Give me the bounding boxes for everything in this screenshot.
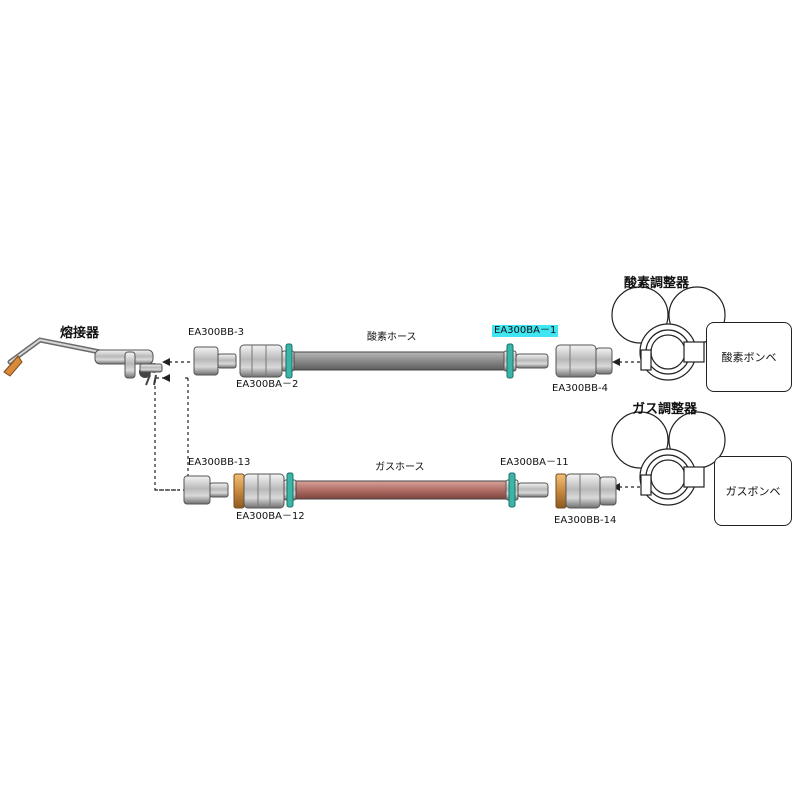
oxygen-cylinder: 酸素ボンベ: [706, 322, 792, 392]
gas-right-plug: [505, 472, 549, 508]
gas-cylinder-label: ガスボンベ: [725, 485, 781, 498]
oxygen-regulator-label: 酸素調整器: [624, 276, 690, 291]
oxygen-left-plug-label: EA300BB-3: [188, 327, 244, 338]
gas-right-socket-label: EA300BB-14: [554, 515, 617, 526]
gas-hose: [295, 480, 509, 500]
gas-regulator: [611, 411, 726, 506]
oxygen-hose-label: 酸素ホース: [367, 332, 417, 343]
welding-torch: [3, 337, 163, 386]
gas-right-plug-label: EA300BA－11: [500, 457, 569, 468]
oxygen-line: [193, 343, 613, 379]
oxygen-hose: [293, 351, 507, 371]
oxygen-right-socket-label: EA300BB-4: [552, 383, 608, 394]
oxygen-left-plug: [193, 346, 237, 376]
oxygen-right-plug-label: EA300BA－1: [492, 325, 559, 337]
gas-regulator-label: ガス調整器: [632, 402, 698, 417]
gas-left-plug: [183, 475, 229, 505]
torch-label: 熔接器: [60, 326, 100, 341]
gas-right-socket: [555, 473, 617, 509]
gas-left-plug-label: EA300BB-13: [188, 457, 251, 468]
oxygen-left-socket-label: EA300BA－2: [236, 379, 299, 390]
gas-left-socket: [233, 472, 297, 509]
gas-cylinder: ガスボンベ: [714, 456, 792, 526]
gas-hose-label: ガスホース: [375, 462, 425, 473]
oxygen-right-plug: [503, 343, 549, 379]
oxygen-left-socket: [239, 343, 295, 379]
oxygen-cylinder-label: 酸素ボンベ: [721, 351, 777, 364]
dashed-connectors: [154, 361, 640, 491]
gas-left-socket-label: EA300BA－12: [236, 511, 305, 522]
oxygen-right-socket: [555, 344, 613, 378]
gas-line: [183, 472, 617, 509]
